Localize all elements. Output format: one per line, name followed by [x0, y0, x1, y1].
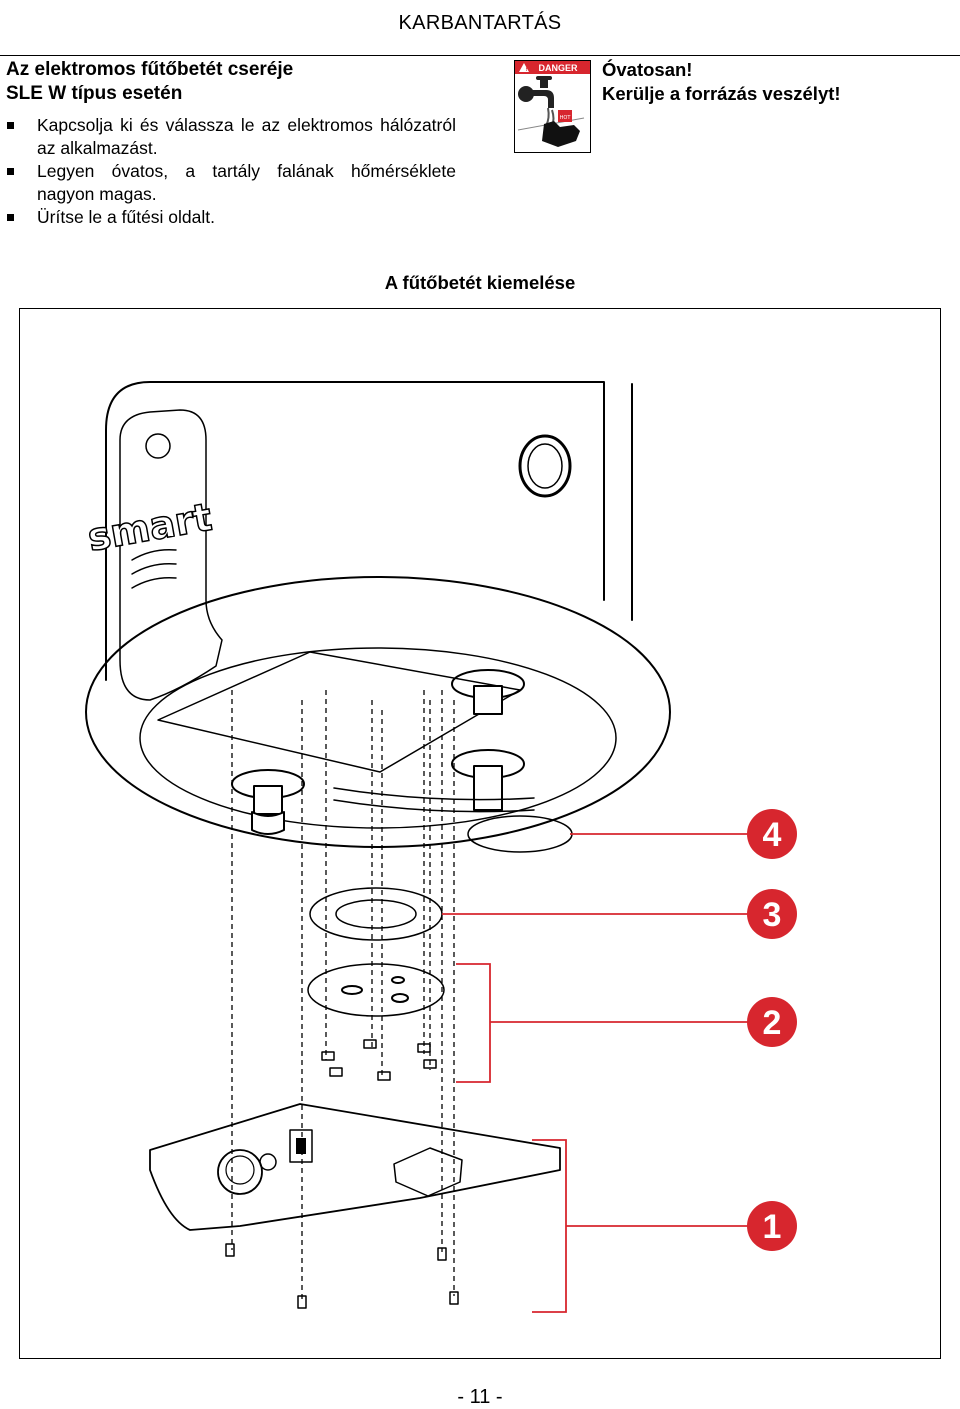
front-label-panel	[119, 409, 223, 701]
part-2-flange	[307, 963, 445, 1017]
danger-scald-pictogram: ! DANGER HOT	[514, 60, 591, 153]
part-4-thermostat-plate	[467, 815, 573, 853]
list-item: Kapcsolja ki és válassza le az elektromo…	[6, 114, 456, 160]
header-divider	[0, 55, 960, 56]
instructions-column: Az elektromos fűtőbetét cseréje SLE W tí…	[6, 58, 456, 229]
callout-3-circle	[747, 889, 797, 939]
callout-4-circle	[747, 809, 797, 859]
list-item-text: Kapcsolja ki és válassza le az elektromo…	[37, 115, 456, 158]
warning-line2: Kerülje a forrázás veszélyt!	[602, 83, 841, 104]
inspection-window	[518, 434, 572, 498]
callout-2-label: 2	[763, 1004, 782, 1042]
brand-text: smart	[84, 495, 215, 560]
part-3-gasket	[309, 887, 443, 941]
figure-frame	[19, 308, 941, 1359]
section-title-line1: Az elektromos fűtőbetét cseréje	[6, 59, 294, 80]
warning-text-block: Óvatosan! Kerülje a forrázás veszélyt!	[602, 58, 841, 106]
danger-badge-text: DANGER	[538, 63, 578, 73]
callout-1-label: 1	[763, 1208, 782, 1246]
callout-1-circle	[747, 1201, 797, 1251]
power-switch-icon	[289, 1129, 313, 1163]
callout-3-label: 3	[763, 896, 782, 934]
tank-bottom-rim	[85, 576, 671, 848]
bullet-square-icon	[7, 122, 14, 129]
list-item-text: Ürítse le a fűtési oldalt.	[37, 207, 215, 227]
tank-bottom-inner	[139, 647, 617, 829]
bullet-square-icon	[7, 168, 14, 175]
instruction-list: Kapcsolja ki és válassza le az elektromo…	[6, 114, 456, 229]
callout-4-label: 4	[763, 816, 782, 854]
list-item-text: Legyen óvatos, a tartály falának hőmérsé…	[37, 161, 456, 204]
list-item: Ürítse le a fűtési oldalt.	[6, 206, 456, 229]
page-header-title: KARBANTARTÁS	[398, 12, 562, 34]
callout-2-circle	[747, 997, 797, 1047]
section-title-line2: SLE W típus esetén	[6, 83, 183, 104]
tank-body-outline	[105, 381, 605, 681]
warning-line1: Óvatosan!	[602, 59, 693, 80]
svg-text:HOT: HOT	[560, 115, 572, 121]
bullet-square-icon	[7, 214, 14, 221]
figure-title: A fűtőbetét kiemelése	[384, 272, 576, 293]
brand-logo-icon	[145, 433, 171, 459]
warning-triangle-icon	[519, 63, 529, 72]
thermostat-knob-icon	[217, 1149, 263, 1195]
part-1-bottom-cover	[149, 1103, 561, 1231]
svg-text:!: !	[525, 67, 527, 73]
list-item: Legyen óvatos, a tartály falának hőmérsé…	[6, 160, 456, 206]
page-number: - 11 -	[457, 1386, 503, 1408]
